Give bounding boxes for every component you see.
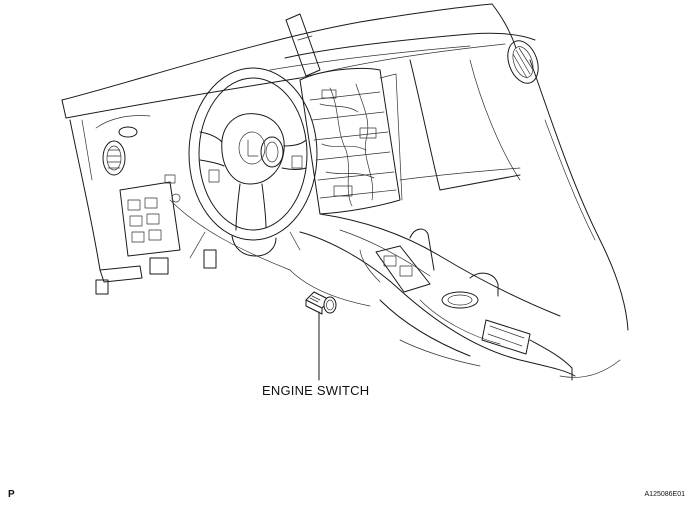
left-switch-panel [69,119,291,295]
right-air-vent [507,40,539,84]
steering-wheel [188,67,318,259]
engine-switch-label: ENGINE SWITCH [262,383,370,398]
figure-code: A125086E01 [644,491,685,498]
corner-code-left: P [8,489,15,500]
dashboard-outline [61,3,629,331]
engine-switch-icon [305,291,337,315]
center-stack [285,13,403,215]
center-console [289,213,621,381]
left-air-vents [95,115,284,176]
